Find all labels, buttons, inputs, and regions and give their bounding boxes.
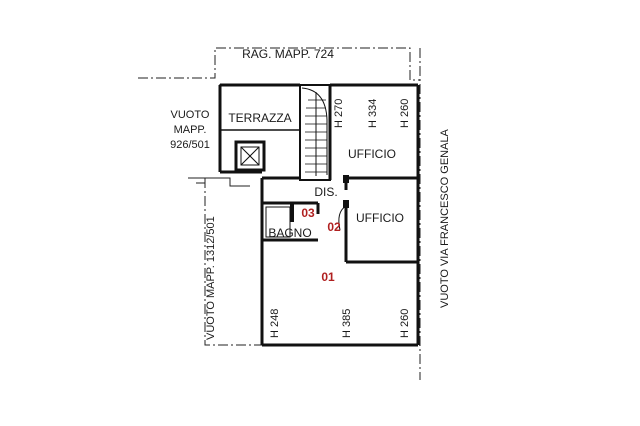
terrazza-label: TERRAZZA [228,111,291,125]
shaft-box [234,140,266,172]
marker-02: 02 [327,220,341,234]
vuoto-right-label: VUOTO VIA FRANCESCO GENALA [439,128,451,308]
dis-label: DIS. [314,185,337,199]
bagno: BAGNO [265,204,312,240]
neighbour-lines [188,177,250,187]
height-h260-top: H 260 [399,99,411,128]
marker-03: 03 [301,206,315,220]
terrazza: TERRAZZA [219,84,301,131]
height-h248: H 248 [269,309,281,338]
top-neighbour-label: RAG. MAPP. 724 [242,47,334,61]
height-h270: H 270 [333,99,345,128]
ufficio-mid-label: UFFICIO [356,211,404,225]
ufficio-top-label: UFFICIO [348,147,396,161]
vuoto-left-line3: 926/501 [170,139,210,151]
interior-walls [262,85,418,264]
height-h334: H 334 [367,99,379,128]
height-h385: H 385 [341,309,353,338]
door-jamb-2 [343,200,349,208]
vuoto-left-line2: MAPP. [174,124,207,136]
bagno-label: BAGNO [268,226,311,240]
height-h260-bottom: H 260 [399,309,411,338]
vuoto-bottom-left-label: VUOTO MAPP. 1312/501 [205,216,217,340]
vuoto-left-line1: VUOTO [171,109,210,121]
staircase [299,84,331,181]
door-jamb [343,175,349,183]
marker-01: 01 [321,270,335,284]
